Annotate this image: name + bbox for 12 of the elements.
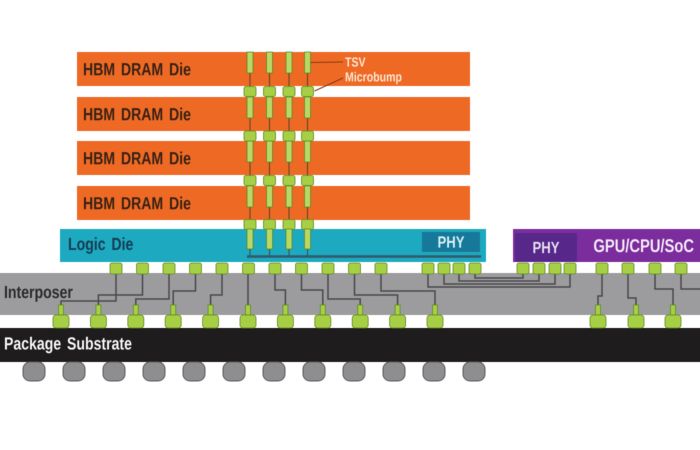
die-layer: HBM DRAM Die [77,186,470,220]
leader-line [310,61,344,64]
phy-block: PHY [515,233,577,262]
phy-block: PHY [422,232,480,252]
substrate-layer: Package Substrate [0,328,700,362]
callout-label: Microbump [346,72,402,84]
interposer-layer: Interposer [0,273,700,315]
die-layer: HBM DRAM Die [77,141,470,175]
callout-label: TSV [345,57,366,67]
tsv-pillar [304,52,311,86]
leader-line [314,78,344,92]
die-layer: HBM DRAM Die [77,97,470,131]
